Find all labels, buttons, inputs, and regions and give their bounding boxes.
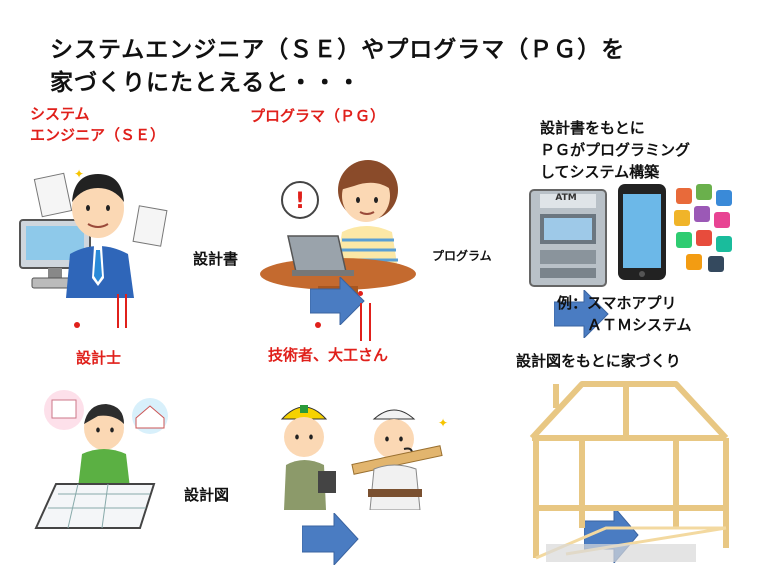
slide-title: システムエンジニア（ＳＥ）やプログラマ（ＰＧ）を 家づくりにたとえると・・・ [50,34,625,100]
house-frame-illustration [526,378,738,574]
blueprint-label: 設計図 [184,484,229,505]
se-label-line-1: システム [30,104,165,125]
svg-text:✦: ✦ [438,416,448,430]
build-note: 設計図をもとに家づくり [516,350,681,371]
title-line-2: 家づくりにたとえると・・・ [50,67,625,100]
architect-label: 設計士 [76,347,121,368]
svg-text:!: ! [295,189,305,214]
equals-dot-se [74,322,80,328]
system-note-line-2: ＰＧがプログラミング [540,139,690,161]
svg-text:✦: ✦ [74,167,84,181]
equals-line-pg-1 [360,303,362,341]
equals-dot-pg-2 [358,291,363,296]
builders-illustration: ✦ [254,395,454,510]
se-label-line-2: エンジニア（ＳＥ） [30,125,165,146]
doc-label: 設計書 [193,248,238,269]
builder-label: 技術者、大工さん [268,345,404,366]
architect-illustration [18,388,168,538]
example-note: 例：スマホアプリ ＡＴＭシステム [557,292,692,336]
example-line-1: 例：スマホアプリ [557,292,692,314]
equals-line-se-1 [117,294,119,328]
equals-line-pg-2 [369,303,371,341]
atm-sign: ATM [548,193,584,203]
example-line-2: ＡＴＭシステム [557,314,692,336]
se-label: システム エンジニア（ＳＥ） [30,104,165,146]
se-illustration: ✦ [18,158,168,298]
equals-dot-pg [315,322,321,328]
program-label: プログラム [432,247,492,264]
system-note: 設計書をもとに ＰＧがプログラミング してシステム構築 [540,117,690,183]
equals-line-se-2 [125,294,127,328]
arrow-builder-to-house [302,513,360,565]
pg-label: プログラマ（ＰＧ） [250,106,385,127]
title-line-1: システムエンジニア（ＳＥ）やプログラマ（ＰＧ）を [50,34,625,67]
arrow-pg-to-system [310,277,366,325]
system-note-line-1: 設計書をもとに [540,117,690,139]
